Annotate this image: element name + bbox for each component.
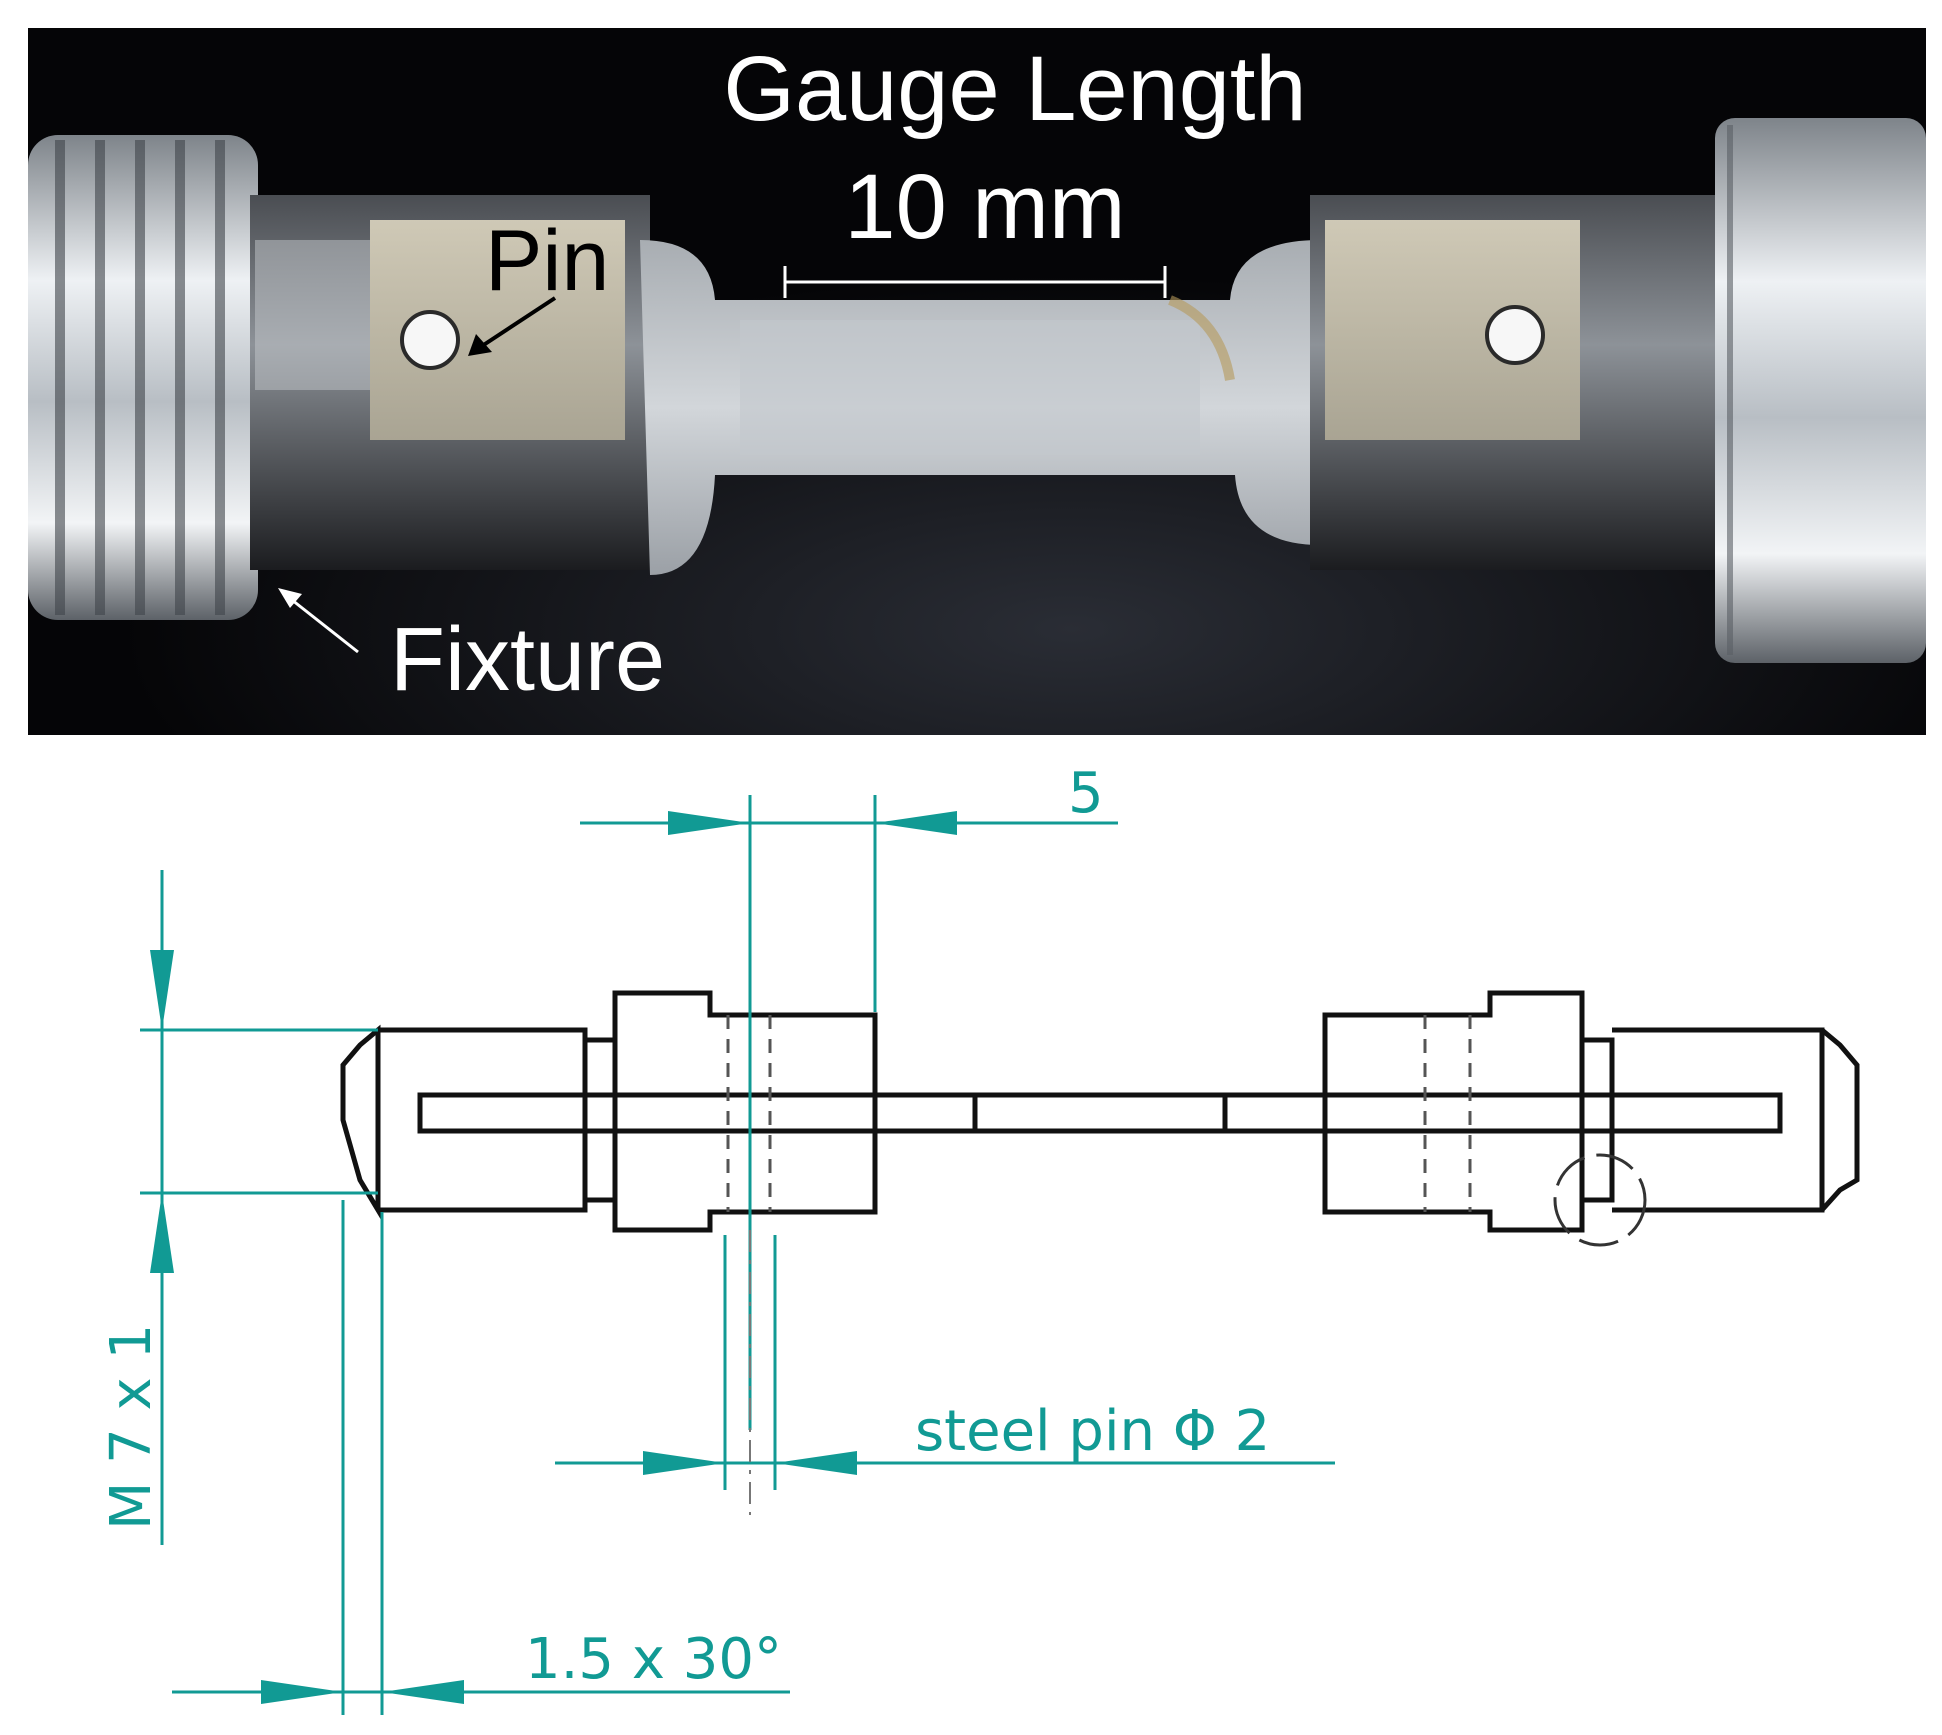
gauge-length-value: 10 mm <box>844 156 1125 258</box>
gauge-length-marker <box>783 266 1167 298</box>
left-fixture <box>250 195 650 570</box>
right-pin-hole <box>1485 305 1545 365</box>
specimen-body <box>640 240 1320 575</box>
dimension-lines <box>140 795 1335 1715</box>
technical-drawing: 5 M 7 x 1 steel pin Φ 2 1.5 x 30° <box>99 761 1860 1715</box>
dim-thread-label: M 7 x 1 <box>99 1324 164 1530</box>
left-pin-hole <box>400 310 460 370</box>
fixture-label: Fixture <box>390 610 665 710</box>
right-rod <box>1715 118 1926 663</box>
drawing-outline <box>340 990 1860 1233</box>
pin-arrow <box>468 296 557 356</box>
specimen-photo: Gauge Length 10 mm Pin Fixture <box>28 28 1926 735</box>
dim-pin-label: steel pin Φ 2 <box>915 1399 1270 1464</box>
right-fixture <box>1310 195 1730 570</box>
detail-circle <box>1553 1153 1647 1247</box>
dimension-arrows <box>150 811 957 1704</box>
pin-hole-hidden-lines <box>726 1015 1472 1212</box>
gauge-length-title: Gauge Length <box>723 38 1306 140</box>
left-threaded-rod <box>28 135 258 620</box>
dim-chamfer-label: 1.5 x 30° <box>525 1627 782 1692</box>
dim-top-label: 5 <box>1068 761 1104 826</box>
pin-label: Pin <box>485 213 609 309</box>
fixture-arrow <box>278 588 359 654</box>
